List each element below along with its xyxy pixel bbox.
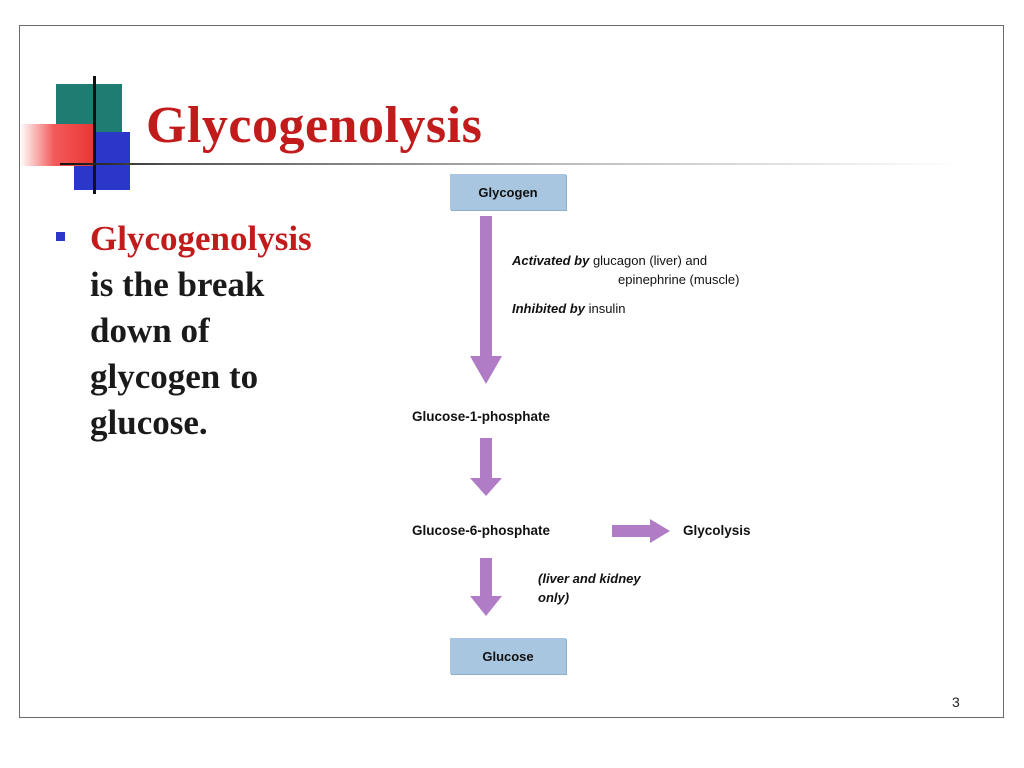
page-number: 3 (952, 694, 960, 710)
annotation-inhibited-rest: insulin (588, 301, 626, 316)
node-glucose-6-phosphate: Glucose-6-phosphate (412, 523, 551, 538)
annotation-activated-rest-1: glucagon (liver) and (592, 253, 708, 268)
annotation-liver-kidney: (liver and kidney only) (538, 571, 641, 605)
arrow-g1p-to-g6p (470, 438, 502, 496)
annotation-inhibited-prefix: Inhibited by (512, 301, 585, 316)
slide: Glycogenolysis Glycogenolysis is the bre… (19, 25, 1004, 718)
title-ornament-vertical-line (93, 76, 96, 194)
title-underline (60, 163, 960, 165)
title-ornament-red-bar (20, 124, 96, 166)
arrow-glycogen-to-g1p (470, 216, 502, 384)
glycogenolysis-pathway-diagram: Glycogen Activated by glucagon (liver) a… (20, 26, 1003, 717)
bullet-text: Glycogenolysis is the break down of glyc… (90, 216, 380, 446)
arrow-g6p-to-glucose (470, 558, 502, 616)
arrow-g6p-to-glycolysis (612, 519, 670, 543)
pathway-arrows (470, 216, 670, 616)
annotation-activated-line-1: Activated by glucagon (liver) and (512, 251, 707, 270)
bullet-line-3: glycogen to (90, 357, 259, 396)
square-bullet-icon (56, 232, 65, 241)
bullet-line-4: glucose. (90, 403, 208, 442)
annotation-inhibited: Inhibited by insulin (512, 299, 625, 318)
bullet-line-1: is the break (90, 265, 265, 304)
node-glycogen: Glycogen (450, 174, 566, 210)
node-glucose-1-phosphate: Glucose-1-phosphate (412, 409, 551, 424)
node-glucose: Glucose (450, 638, 566, 674)
bullet-term: Glycogenolysis (90, 219, 312, 258)
bullet-line-2: down of (90, 311, 210, 350)
annotation-activated-line-2: epinephrine (muscle) (618, 272, 740, 287)
node-glycolysis: Glycolysis (683, 523, 751, 538)
annotation-activated-prefix: Activated by (512, 253, 590, 268)
slide-title: Glycogenolysis (146, 97, 483, 154)
